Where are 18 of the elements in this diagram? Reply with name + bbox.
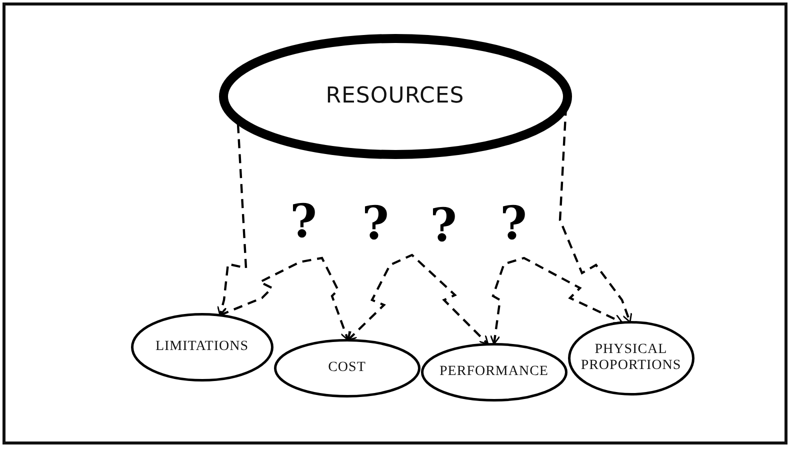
question-mark: ? xyxy=(430,202,457,248)
node-label: PHYSICAL PROPORTIONS xyxy=(580,342,682,374)
node-label: COST xyxy=(327,360,367,376)
question-mark: ? xyxy=(290,198,317,244)
node-label: RESOURCES xyxy=(324,84,466,108)
question-mark: ? xyxy=(362,200,389,246)
dashed-arrow xyxy=(490,256,623,345)
ellipse-node xyxy=(130,312,274,382)
dashed-arrow xyxy=(219,256,350,341)
question-mark: ? xyxy=(500,200,527,246)
ellipse-node xyxy=(274,338,420,398)
ellipse-node xyxy=(568,320,694,396)
dashed-arrow xyxy=(347,254,489,345)
ellipse-node xyxy=(420,342,568,402)
ellipse-node xyxy=(218,34,572,158)
node-label: LIMITATIONS xyxy=(154,339,250,355)
node-label: PERFORMANCE xyxy=(438,364,550,380)
dashed-arrow xyxy=(217,124,248,316)
